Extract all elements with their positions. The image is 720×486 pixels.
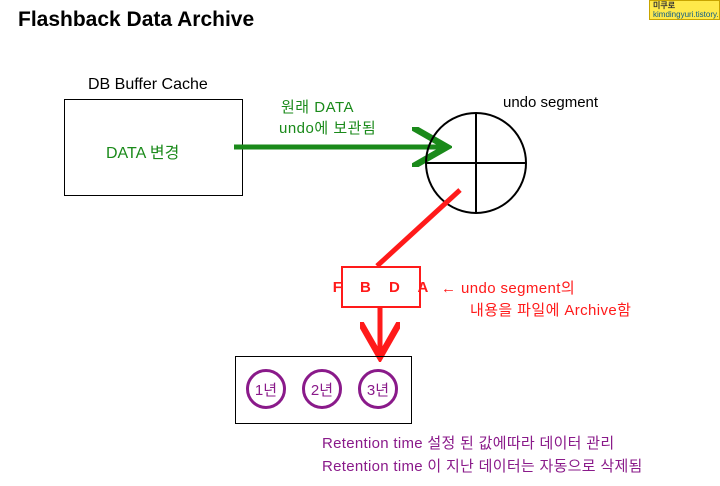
archive-files-box [235,356,412,424]
watermark-line2: kimdingyuri.tistory.com [653,10,719,19]
fbda-label: F B D A [332,278,436,296]
undo-segment-label: undo segment [503,94,599,111]
undo-note-line2: undo에 보관됨 [279,120,377,137]
watermark-logo: 미쿠로 kimdingyuri.tistory.com [649,0,720,20]
buffer-cache-label: DB Buffer Cache [88,76,208,93]
fbda-note-line1: ← undo segment의 [441,280,576,297]
undo-note-line1: 원래 DATA [281,99,355,116]
archive-file-year-2: 2년 [302,369,342,409]
fbda-note-line2: 내용을 파일에 Archive함 [470,302,632,319]
watermark-line1: 미쿠로 [653,1,676,10]
retention-note-line2: Retention time 이 지난 데이터는 자동으로 삭제됨 [322,458,643,475]
fbda-box: F B D A [333,266,428,308]
undo-segment-circle [425,112,527,214]
archive-file-year-3: 3년 [358,369,398,409]
page-title: Flashback Data Archive [18,8,255,31]
archive-file-year-1: 1년 [246,369,286,409]
red-connector-line [375,188,462,268]
buffer-cache-content: DATA 변경 [106,145,180,162]
retention-note-line1: Retention time 설정 된 값에따라 데이터 관리 [322,435,615,452]
